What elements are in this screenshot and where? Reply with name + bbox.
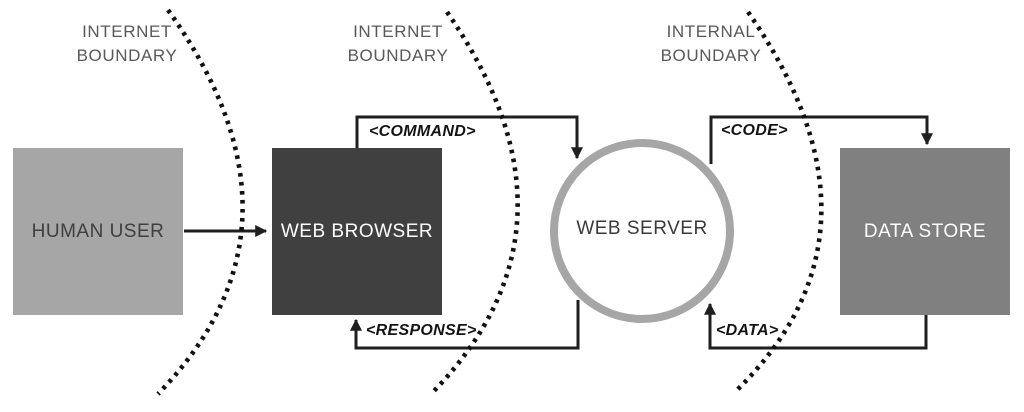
flow-label-response: <RESPONSE> (366, 322, 477, 339)
boundary-label-line: INTERNET (353, 22, 443, 41)
boundary-label-internal: INTERNAL BOUNDARY (601, 20, 821, 68)
node-data-store: DATA STORE (840, 148, 1010, 315)
flow-arrow-command (355, 115, 583, 160)
flow-arrow-code (709, 115, 933, 164)
node-web-server-label: WEB SERVER (576, 218, 708, 239)
boundary-label-line: BOUNDARY (76, 46, 178, 65)
boundary-label-internet-1: INTERNET BOUNDARY (17, 20, 237, 68)
internet-boundary-curve-2 (431, 10, 520, 394)
flow-label-code: <CODE> (721, 122, 788, 139)
node-label: HUMAN USER (31, 220, 165, 242)
boundary-label-line: BOUNDARY (660, 46, 762, 65)
node-web-browser: WEB BROWSER (272, 148, 442, 315)
boundary-label-line: INTERNET (82, 22, 172, 41)
node-human-user: HUMAN USER (13, 148, 183, 315)
node-label: DATA STORE (863, 220, 987, 242)
boundary-label-internet-2: INTERNET BOUNDARY (288, 20, 508, 68)
node-label: WEB BROWSER (280, 220, 434, 242)
flow-label-data: <DATA> (716, 322, 779, 339)
web-server-circle (550, 139, 734, 323)
flow-label-command: <COMMAND> (369, 123, 476, 140)
boundary-label-line: BOUNDARY (347, 46, 449, 65)
boundary-label-line: INTERNAL (666, 22, 756, 41)
flow-arrow-data (704, 302, 928, 350)
